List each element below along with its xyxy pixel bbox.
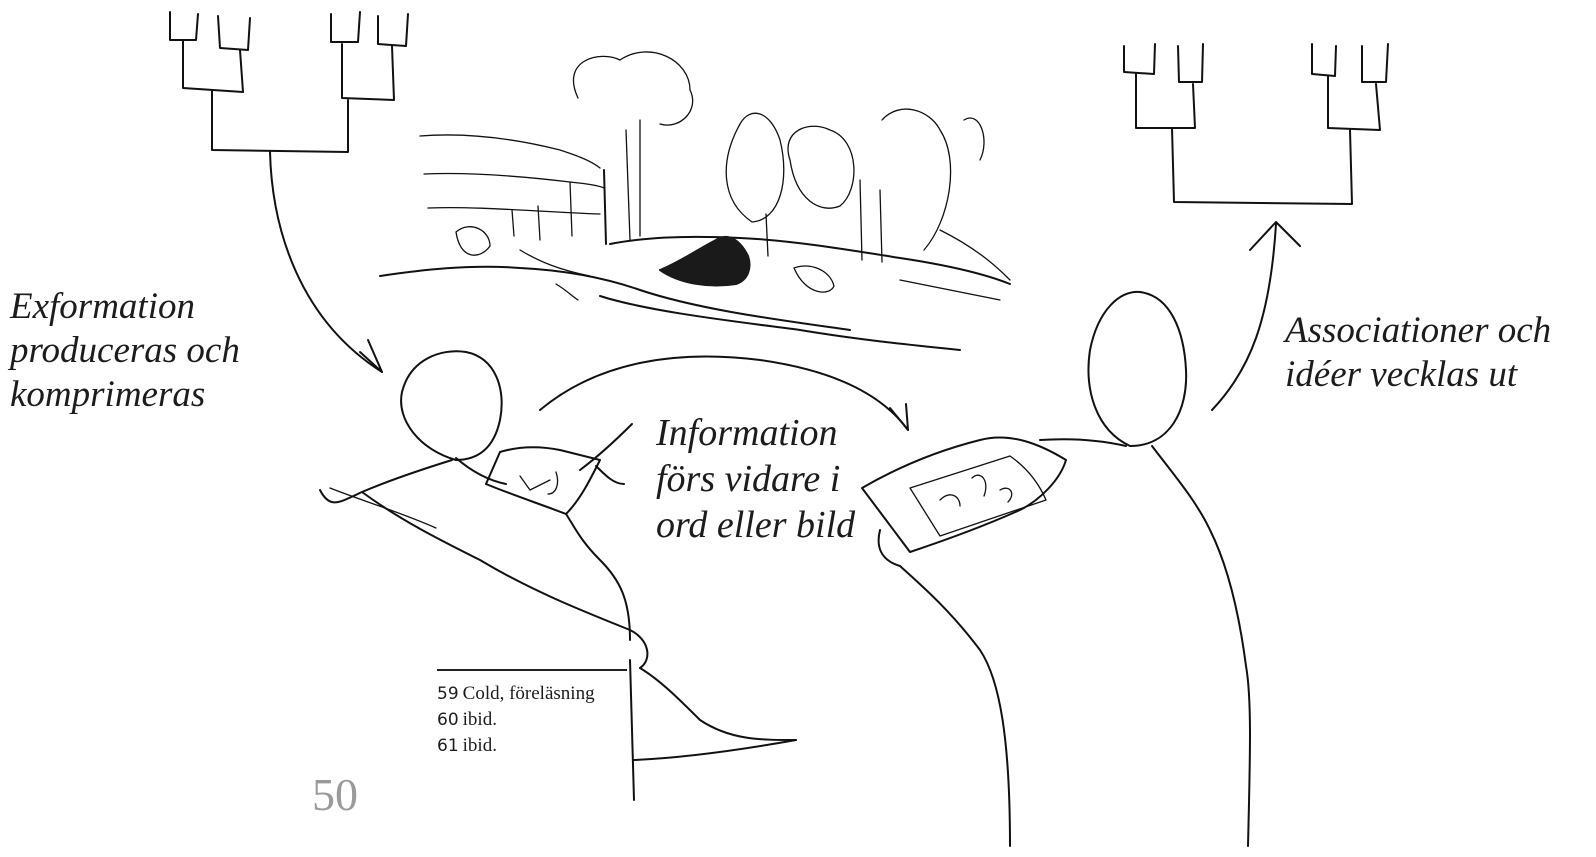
- caption-line: idéer vecklas ut: [1285, 353, 1551, 397]
- caption-line: produceras och: [10, 329, 240, 373]
- footnote-text: Cold, föreläsning: [463, 683, 595, 704]
- footnote-number: 59: [437, 684, 459, 704]
- page-number: 50: [312, 768, 358, 821]
- standing-person-with-tablet: [862, 292, 1250, 846]
- caption-information: Information förs vidare i ord eller bild: [656, 410, 855, 548]
- caption-line: komprimeras: [10, 373, 240, 417]
- caption-line: Exformation: [10, 285, 240, 329]
- footnote-number: 61: [437, 736, 459, 756]
- caption-line: ord eller bild: [656, 502, 855, 548]
- caption-associationer: Associationer och idéer vecklas ut: [1285, 309, 1551, 397]
- park-landscape-sketch: [380, 52, 1010, 350]
- caption-exformation: Exformation produceras och komprimeras: [10, 285, 240, 417]
- footnote-text: ibid.: [463, 709, 497, 730]
- caption-line: Associationer och: [1285, 309, 1551, 353]
- caption-line: förs vidare i: [656, 456, 855, 502]
- footnote-number: 60: [437, 710, 459, 730]
- footnote-text: ibid.: [463, 735, 497, 756]
- caption-line: Information: [656, 410, 855, 456]
